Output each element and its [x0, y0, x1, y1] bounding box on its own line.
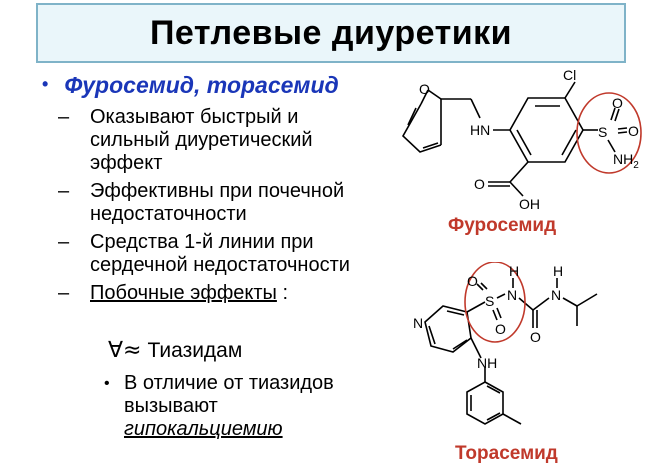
ipr-bond	[576, 293, 598, 307]
benzene-double-bond	[516, 129, 532, 156]
atom-o-bottom: O	[495, 321, 506, 337]
atom-nh2: NH2	[613, 151, 639, 171]
so-bond	[492, 309, 498, 321]
title-box: Петлевые диуретики	[36, 3, 626, 63]
pyridine-double-bond	[428, 325, 436, 345]
atom-hn: HN	[470, 122, 490, 138]
atom-o-right: O	[628, 123, 639, 139]
approx-text: Тиазидам	[147, 338, 243, 362]
pyridine-double-bond	[452, 339, 468, 350]
so-bond	[614, 108, 620, 122]
sn-bond	[496, 293, 506, 299]
dash-marker: –	[58, 180, 70, 202]
furan-double-bond	[422, 142, 439, 149]
benzene-ring	[509, 97, 584, 163]
approx-line: ∀≈ Тиазидам	[108, 338, 242, 363]
list-item-text: Эффективны при почечной недостаточности	[90, 180, 345, 225]
toluene-ring	[466, 381, 504, 425]
so-bond	[476, 283, 484, 291]
atom-oh: OH	[519, 196, 540, 212]
atom-s: S	[598, 124, 607, 140]
so-bond	[496, 307, 502, 319]
cl-bond	[564, 81, 576, 99]
atom-n-aryl-h: H	[487, 355, 497, 371]
list-item: – Эффективны при почечной недостаточност…	[58, 180, 378, 226]
sulfonyl-circle	[464, 262, 526, 343]
list-item: – Средства 1-й линии при сердечной недос…	[58, 231, 378, 277]
sulfonamide-circle	[576, 92, 642, 174]
pyridine-ring	[424, 305, 472, 353]
furan-ring-bond	[401, 103, 442, 153]
cn-bond	[532, 297, 550, 311]
bullet-dot: •	[42, 74, 49, 94]
benzene-double-bond	[561, 129, 577, 156]
atom-o-acid: O	[474, 176, 485, 192]
pyridine-double-bond	[446, 310, 465, 316]
atom-o-top: O	[612, 95, 623, 111]
atom-cl: Cl	[563, 70, 576, 83]
atom-o-left: O	[467, 273, 478, 289]
coh-bond	[509, 181, 524, 197]
s-bond	[466, 301, 486, 313]
forall-approx-symbol: ∀≈	[108, 338, 142, 363]
list-item: – Оказывают быстрый и сильный диуретичес…	[58, 106, 378, 175]
atom-o-urea: O	[530, 329, 541, 345]
cooh-bond	[509, 161, 529, 183]
furan-bond	[420, 89, 429, 105]
atom-s: S	[485, 293, 494, 309]
atom-n-urea: N	[551, 287, 561, 303]
nh-aryl-bond	[470, 337, 482, 359]
atom-n-sulf: N	[507, 287, 517, 303]
atom-n-aryl-n: N	[477, 355, 487, 371]
ch2-bond	[470, 98, 481, 119]
furan-bond	[427, 89, 442, 100]
list-item-text: Побочные эффекты :	[90, 282, 288, 305]
furan-double-bond	[407, 107, 417, 126]
nc-bond	[518, 297, 534, 311]
furosemide-label: Фуросемид	[448, 215, 557, 236]
list-item: – Побочные эффекты :	[58, 282, 378, 305]
torasemide-label: Торасемид	[455, 443, 558, 464]
methyl-bond	[502, 413, 522, 425]
so-bond	[480, 282, 488, 290]
atom-h1: H	[509, 263, 519, 279]
atom-nh2-sub: 2	[633, 160, 639, 171]
so-bond	[617, 131, 628, 134]
side-effects-colon: :	[276, 282, 289, 304]
main-bullet-text: Фуросемид, торасемид	[64, 72, 339, 98]
so-bond	[610, 107, 616, 121]
sub-list: – Оказывают быстрый и сильный диуретичес…	[58, 106, 378, 310]
side-effects-label: Побочные эффекты	[90, 282, 277, 304]
so-bond	[617, 127, 628, 130]
page-title: Петлевые диуретики	[149, 13, 513, 52]
furosemide-structure: O Cl HN S O O NH2 O OH	[401, 70, 642, 212]
nested-bullet-emphasis: гипокальциемию	[124, 418, 283, 440]
atom-n-pyridine: N	[413, 315, 423, 331]
bullet-dot: •	[104, 375, 110, 392]
dash-marker: –	[58, 282, 70, 304]
atom-o-furan: O	[419, 81, 430, 97]
list-item-text: Средства 1-й линии при сердечной недоста…	[90, 231, 350, 276]
list-item-text: Оказывают быстрый и сильный диуретически…	[90, 106, 313, 174]
main-bullet: • Фуросемид, торасемид	[42, 72, 339, 99]
atom-h2: H	[553, 263, 563, 279]
atom-nh2-main: NH	[613, 151, 633, 167]
atom-n-aryl: NH	[477, 355, 497, 371]
dash-marker: –	[58, 106, 70, 128]
n-ipr-bond	[562, 297, 578, 307]
sn-bond	[607, 139, 616, 153]
toluene-double-bond	[486, 412, 501, 421]
nested-bullet-prefix: В отличие от тиазидов вызывают	[124, 372, 334, 417]
toluene-double-bond	[486, 385, 501, 394]
torasemide-structure: N S O O H N O H N NH	[413, 262, 598, 425]
dash-marker: –	[58, 231, 70, 253]
